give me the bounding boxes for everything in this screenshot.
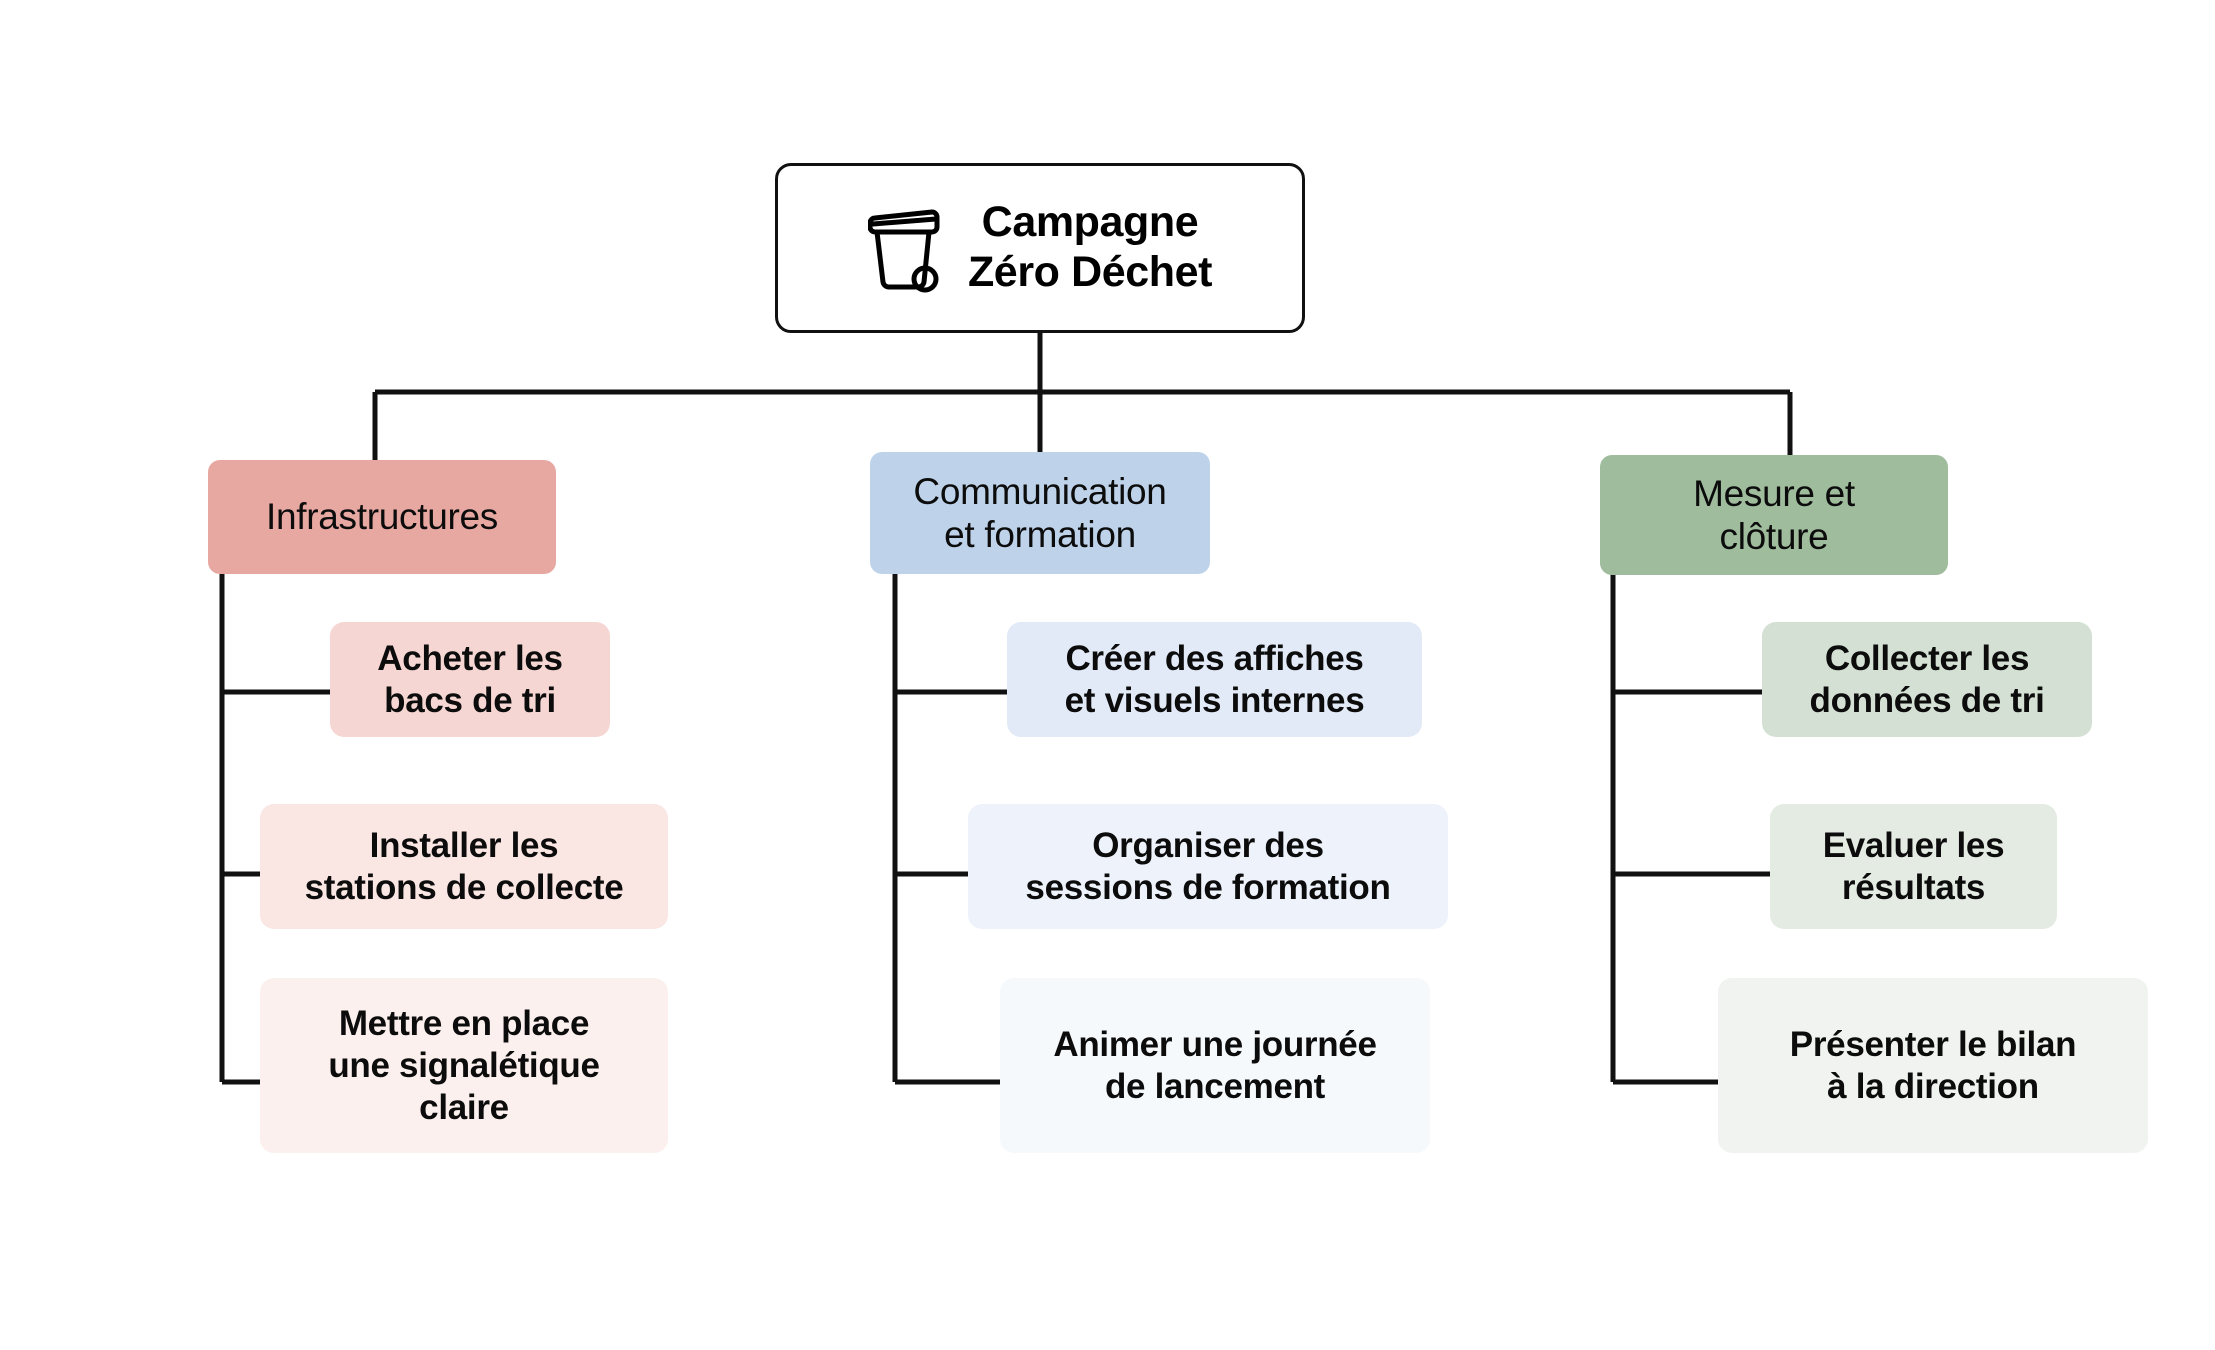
leaf-label: Acheter les bacs de tri xyxy=(377,638,563,720)
leaf-label: Organiser des sessions de formation xyxy=(1025,825,1391,907)
branch-header-infrastructures[interactable]: Infrastructures xyxy=(208,460,556,574)
leaf-label: Créer des affiches et visuels internes xyxy=(1064,638,1365,720)
root-node[interactable]: Campagne Zéro Déchet xyxy=(775,163,1305,333)
branch-header-label: Mesure et clôture xyxy=(1693,472,1855,557)
leaf-label: Mettre en place une signalétique claire xyxy=(328,1003,600,1127)
trash-bin-icon xyxy=(867,209,940,293)
leaf-node[interactable]: Organiser des sessions de formation xyxy=(968,804,1448,929)
leaf-node[interactable]: Animer une journée de lancement xyxy=(1000,978,1430,1153)
root-label: Campagne Zéro Déchet xyxy=(967,198,1213,296)
leaf-node[interactable]: Mettre en place une signalétique claire xyxy=(260,978,668,1153)
leaf-label: Evaluer les résultats xyxy=(1822,825,2005,907)
leaf-node[interactable]: Collecter les données de tri xyxy=(1762,622,2092,737)
leaf-node[interactable]: Acheter les bacs de tri xyxy=(330,622,610,737)
branch-header-communication-et-formation[interactable]: Communication et formation xyxy=(870,452,1210,574)
leaf-label: Collecter les données de tri xyxy=(1809,638,2045,720)
leaf-label: Installer les stations de collecte xyxy=(304,825,624,907)
leaf-node[interactable]: Evaluer les résultats xyxy=(1770,804,2057,929)
leaf-node[interactable]: Présenter le bilan à la direction xyxy=(1718,978,2148,1153)
branch-header-label: Infrastructures xyxy=(266,496,498,538)
leaf-label: Animer une journée de lancement xyxy=(1053,1024,1377,1106)
branch-header-mesure-et-cloture[interactable]: Mesure et clôture xyxy=(1600,455,1948,575)
leaf-node[interactable]: Créer des affiches et visuels internes xyxy=(1007,622,1422,737)
leaf-node[interactable]: Installer les stations de collecte xyxy=(260,804,668,929)
leaf-label: Présenter le bilan à la direction xyxy=(1789,1024,2077,1106)
branch-header-label: Communication et formation xyxy=(913,470,1167,555)
